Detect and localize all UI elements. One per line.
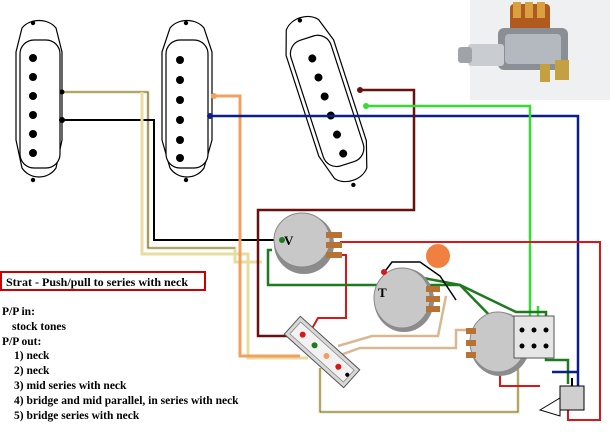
solder-point [59,89,65,95]
wire-mid-hot [214,94,300,358]
wire-tan-2 [331,328,470,360]
wire-lime [366,104,532,340]
wire-neck-ground [62,119,282,241]
tone-pot-label: T [378,285,387,300]
switch-notes: P/P in: stock tones P/P out: 1) neck 2) … [2,305,239,423]
pp-out-item: 5) bridge series with neck [14,409,140,422]
solder-point [363,103,369,109]
diagram-title: Strat - Push/pull to series with neck [0,271,206,291]
output-jack [538,378,585,417]
wire-green-top [266,248,497,323]
push-pull-pot [466,311,555,376]
tone-pot: T [373,267,440,332]
wire-mid-ground [210,114,580,390]
pp-out-heading: P/P out: [2,335,42,348]
wire-red-output [340,241,601,421]
pp-out-item: 2) neck [14,365,50,378]
solder-point [357,87,363,93]
pp-in-heading: P/P in: [2,306,35,318]
pp-in-item: stock tones [12,320,66,333]
solder-point [207,113,213,119]
solder-point [59,117,65,123]
five-way-switch [283,315,361,389]
volume-pot-label: V [284,233,294,248]
push-pull-pot-photo [458,0,610,100]
bridge-pickup [285,15,368,188]
middle-pickup [161,19,213,183]
pp-out-item: 4) bridge and mid parallel, in series wi… [14,394,239,407]
volume-pot: V [273,212,342,274]
pp-out-item: 1) neck [14,350,50,363]
wire-tan-1 [337,295,448,348]
wire-tone-black [385,261,457,301]
solder-point [211,93,217,99]
wire-bridge-hot [256,88,416,338]
neck-pickup [15,19,63,183]
wire-red-switch [309,254,347,333]
wire-neck-hot-outline [62,91,235,249]
tone-capacitor [426,244,450,268]
wire-neck-to-switch [140,92,308,360]
pp-out-item: 3) mid series with neck [14,379,127,392]
